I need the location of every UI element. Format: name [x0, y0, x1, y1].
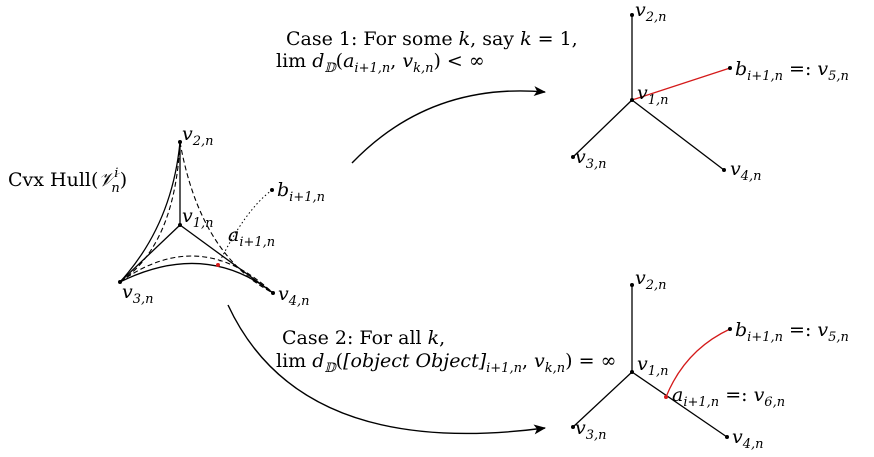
c2-label-a: ai+1,n =: v6,n [672, 384, 785, 410]
hull-curve-left [119, 141, 181, 283]
arrow-case2 [227, 304, 546, 435]
label-v1: v1,n [182, 205, 214, 231]
c2-edge-v1-v3 [572, 371, 633, 428]
hull-solid-left [119, 141, 181, 283]
c1-edge-v1-v4 [631, 99, 725, 171]
point-v3 [118, 280, 122, 284]
edge-v1-v3 [119, 224, 181, 283]
label-v4: v4,n [278, 283, 310, 309]
c1-label-v3: v3,n [575, 146, 607, 172]
c1-point-v2 [630, 13, 634, 17]
c1-label-v2: v2,n [635, 0, 667, 25]
c2-label-b: bi+1,n =: v5,n [735, 319, 849, 345]
point-a [216, 263, 220, 267]
point-v1 [178, 223, 182, 227]
c1-point-v4 [722, 168, 726, 172]
c2-point-v2 [630, 283, 634, 287]
c1-point-v1 [630, 98, 634, 102]
c1-edge-v1-v3 [572, 99, 633, 158]
case2-line1: Case 2: For all k, [282, 327, 445, 349]
hull-curve-bottom [119, 255, 274, 294]
arrow-case1 [351, 86, 546, 164]
point-v4 [271, 291, 275, 295]
c2-label-v3: v3,n [575, 417, 607, 443]
label-v3: v3,n [122, 281, 154, 307]
case2-caption: Case 2: For all k, lim d𝔻([object Object… [276, 327, 616, 376]
c2-point-v4 [725, 435, 729, 439]
hull-solid-bottom [119, 262, 274, 294]
label-a: ai+1,n [228, 224, 275, 250]
c2-edge-v1-v4 [631, 371, 728, 438]
c2-label-v2: v2,n [635, 267, 667, 293]
point-v2 [178, 140, 182, 144]
c2-point-b [728, 327, 732, 331]
c1-point-b [728, 66, 732, 70]
case1-caption: Case 1: For some k, say k = 1, lim d𝔻(ai… [276, 28, 578, 76]
c2-label-v4: v4,n [732, 426, 764, 452]
point-b [270, 188, 274, 192]
c2-point-v1 [630, 370, 634, 374]
c1-label-v1: v1,n [637, 82, 669, 108]
case1-line2: lim d𝔻(ai+1,n, vk,n) < ∞ [276, 50, 485, 76]
c2-point-v3 [571, 425, 575, 429]
case2-figure: v2,n v1,n v3,n v4,n bi+1,n =: v5,n ai+1,… [571, 267, 849, 452]
label-v2: v2,n [182, 123, 214, 149]
case2-line2: lim d𝔻([object Object]i+1,n, vk,n) = ∞ [276, 350, 616, 376]
hull-curve-right [179, 141, 274, 294]
c1-label-v4: v4,n [730, 158, 762, 184]
c2-label-v1: v1,n [637, 353, 669, 379]
c1-edge-v1-b [631, 67, 731, 101]
case1-figure: v2,n v1,n v3,n v4,n bi+1,n =: v5,n [571, 0, 849, 184]
label-b: bi+1,n [277, 179, 325, 205]
c2-point-a [664, 395, 668, 399]
case1-line1: Case 1: For some k, say k = 1, [286, 28, 578, 50]
c1-point-v3 [571, 155, 575, 159]
c1-label-b: bi+1,n =: v5,n [735, 58, 849, 84]
edge-v1-v4 [179, 224, 274, 294]
c2-red-arc-a-b [665, 328, 731, 398]
